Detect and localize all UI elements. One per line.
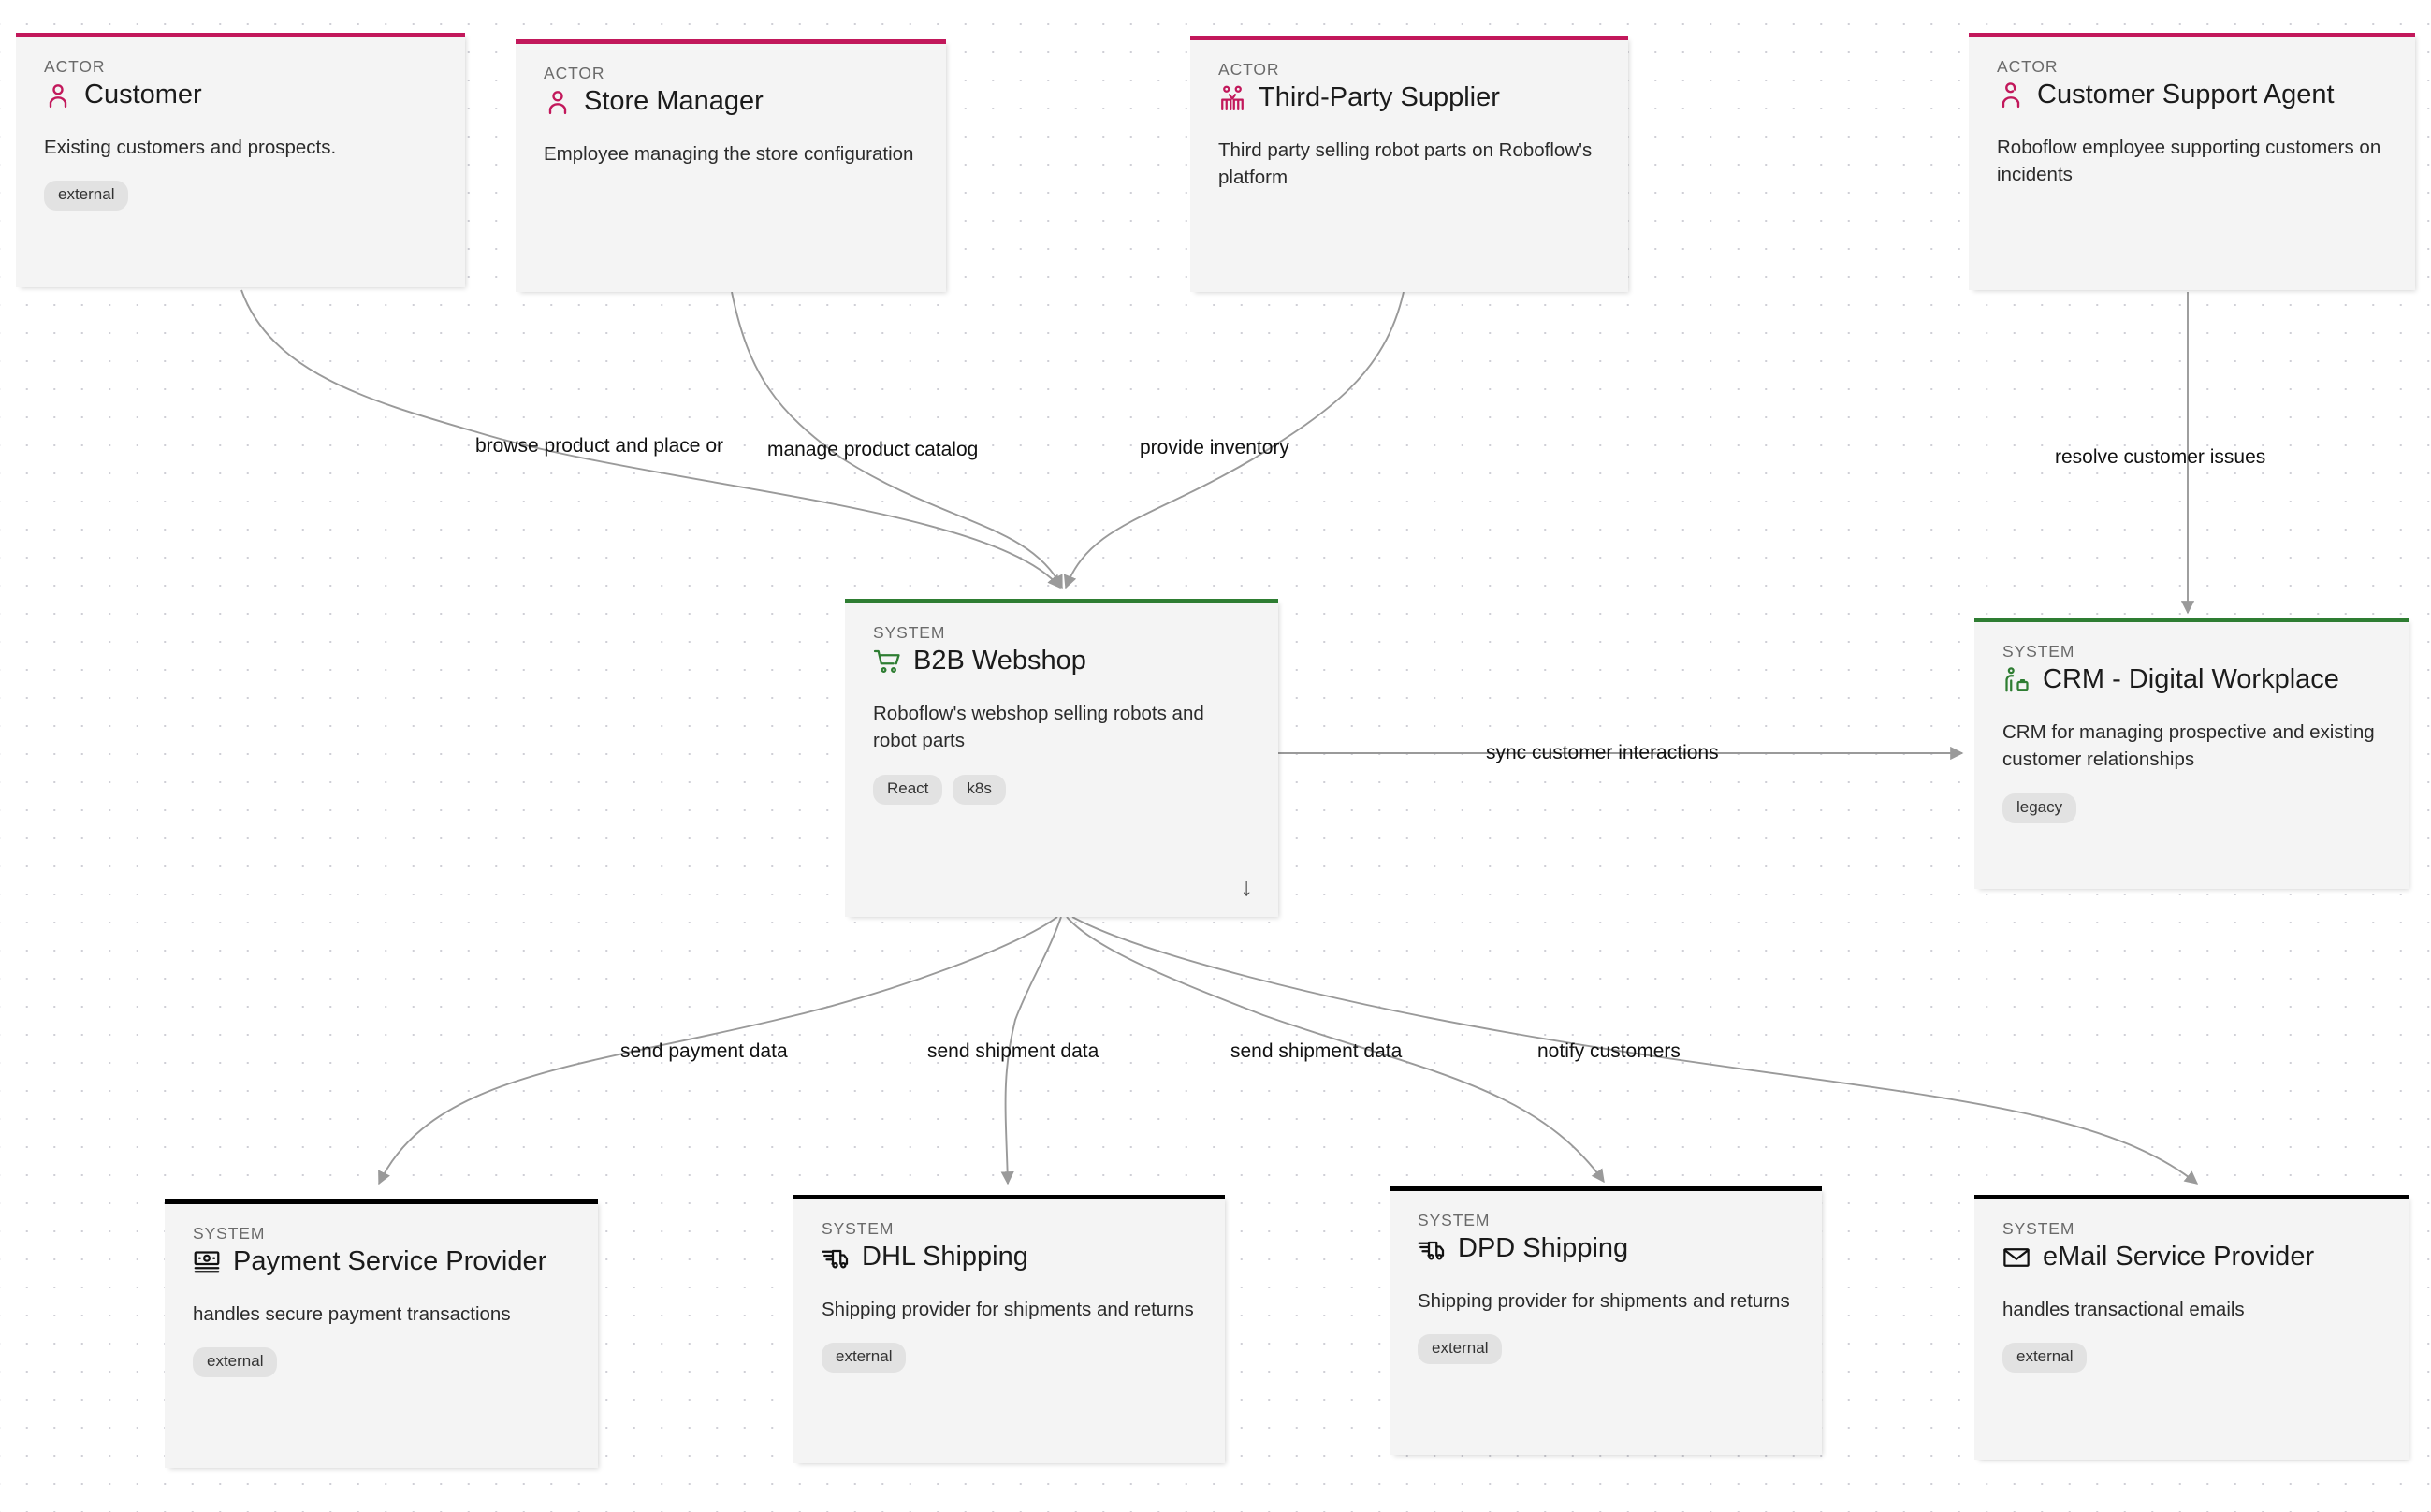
node-title: CRM - Digital Workplace xyxy=(2043,664,2339,695)
node-accent-bar xyxy=(1974,618,2409,622)
node-customer-support-agent[interactable]: ACTOR Customer Support Agent Roboflow em… xyxy=(1969,33,2415,290)
tag-external: external xyxy=(822,1343,907,1373)
edge-label-notify-customers: notify customers xyxy=(1537,1040,1681,1062)
node-description: handles secure payment transactions xyxy=(193,1302,511,1325)
node-accent-bar xyxy=(1190,36,1628,40)
node-kind-label: ACTOR xyxy=(544,64,605,82)
node-accent-bar xyxy=(845,599,1278,603)
banknote-icon xyxy=(194,1251,220,1273)
node-accent-bar xyxy=(516,39,946,44)
node-accent-bar xyxy=(16,33,465,37)
node-kind-label: SYSTEM xyxy=(2002,1219,2075,1238)
node-tags: external xyxy=(44,181,437,211)
node-description: CRM for managing prospective and existin… xyxy=(2002,720,2375,771)
expand-down-icon[interactable]: ↓ xyxy=(1240,873,1254,901)
node-dpd-shipping[interactable]: SYSTEM DPD Shipping Shipping provider fo… xyxy=(1390,1186,1822,1455)
tag-external: external xyxy=(44,181,129,211)
node-email-service-provider[interactable]: SYSTEM eMail Service Provider handles tr… xyxy=(1974,1195,2409,1460)
node-kind-label: SYSTEM xyxy=(2002,642,2075,661)
edge-label-provide-inventory: provide inventory xyxy=(1140,437,1289,458)
node-b2b-webshop[interactable]: SYSTEM B2B Webshop Roboflow's webshop se… xyxy=(845,599,1278,917)
node-description: Roboflow's webshop selling robots and ro… xyxy=(873,702,1204,752)
node-title: Customer xyxy=(84,80,202,110)
node-title: DHL Shipping xyxy=(862,1242,1028,1272)
person-icon xyxy=(49,83,67,108)
node-accent-bar xyxy=(1969,33,2415,37)
node-kind-label: ACTOR xyxy=(1218,60,1280,79)
node-title: eMail Service Provider xyxy=(2043,1242,2315,1272)
tag-external: external xyxy=(1418,1334,1503,1364)
support-person-icon xyxy=(2002,82,2020,108)
node-description: Shipping provider for shipments and retu… xyxy=(1418,1289,1790,1312)
edge-label-send-shipment-data-dhl: send shipment data xyxy=(927,1040,1099,1062)
node-kind-label: SYSTEM xyxy=(822,1219,895,1238)
node-title: Customer Support Agent xyxy=(2037,80,2335,110)
node-customer[interactable]: ACTOR Customer Existing customers and pr… xyxy=(16,33,465,287)
node-kind-label: SYSTEM xyxy=(1418,1211,1491,1229)
node-accent-bar xyxy=(793,1195,1225,1199)
node-description: Existing customers and prospects. xyxy=(44,136,337,158)
edge-label-manage-product-catalog: manage product catalog xyxy=(767,439,979,460)
node-tags: external xyxy=(1418,1334,1794,1364)
node-kind-label: ACTOR xyxy=(44,57,106,76)
delivery-truck-icon xyxy=(822,1249,849,1269)
node-title: Third-Party Supplier xyxy=(1259,82,1500,113)
person-icon xyxy=(548,90,567,114)
node-accent-bar xyxy=(1974,1195,2409,1199)
node-description: Shipping provider for shipments and retu… xyxy=(822,1298,1194,1320)
node-kind-label: ACTOR xyxy=(1997,57,2059,76)
node-description: Third party selling robot parts on Robof… xyxy=(1218,138,1593,189)
node-tags: external xyxy=(2002,1343,2380,1373)
node-description: Roboflow employee supporting customers o… xyxy=(1997,136,2381,186)
tag-external: external xyxy=(2002,1343,2088,1373)
edge-label-send-payment-data: send payment data xyxy=(620,1040,788,1062)
edge-label-resolve-customer-issues: resolve customer issues xyxy=(2055,446,2266,468)
edge-label-send-shipment-data-dpd: send shipment data xyxy=(1230,1040,1403,1062)
tag-react: React xyxy=(873,775,943,805)
two-people-icon xyxy=(1221,85,1244,110)
node-accent-bar xyxy=(1390,1186,1822,1191)
node-store-manager[interactable]: ACTOR Store Manager Employee managing th… xyxy=(516,39,946,292)
tag-k8s: k8s xyxy=(953,775,1006,805)
node-tags: legacy xyxy=(2002,793,2380,823)
shopping-cart-icon xyxy=(873,649,900,673)
node-title: Payment Service Provider xyxy=(233,1246,547,1277)
edge-label-browse-product: browse product and place or xyxy=(475,435,723,457)
delivery-truck-icon xyxy=(1418,1241,1445,1260)
node-tags: external xyxy=(822,1343,1197,1373)
edge-label-sync-customer-interactions: sync customer interactions xyxy=(1486,742,1719,763)
envelope-icon xyxy=(2003,1248,2030,1267)
node-accent-bar xyxy=(165,1199,598,1204)
node-kind-label: SYSTEM xyxy=(193,1224,266,1243)
tag-external: external xyxy=(193,1347,278,1377)
node-title: DPD Shipping xyxy=(1458,1233,1629,1264)
node-payment-service-provider[interactable]: SYSTEM Payment Service Provider handles … xyxy=(165,1199,598,1468)
node-description: Employee managing the store configuratio… xyxy=(544,142,914,165)
person-briefcase-icon xyxy=(2005,667,2029,692)
node-tags: React k8s xyxy=(873,775,1250,805)
node-kind-label: SYSTEM xyxy=(873,623,946,642)
node-description: handles transactional emails xyxy=(2002,1298,2245,1320)
node-third-party-supplier[interactable]: ACTOR Third-Party Supplier Third party s… xyxy=(1190,36,1628,292)
node-dhl-shipping[interactable]: SYSTEM DHL Shipping Shipping provider fo… xyxy=(793,1195,1225,1463)
node-crm-digital-workplace[interactable]: SYSTEM CRM - Digital Workplace CRM for m… xyxy=(1974,618,2409,889)
node-tags: external xyxy=(193,1347,570,1377)
tag-legacy: legacy xyxy=(2002,793,2077,823)
node-title: Store Manager xyxy=(584,86,764,117)
node-title: B2B Webshop xyxy=(913,646,1086,676)
